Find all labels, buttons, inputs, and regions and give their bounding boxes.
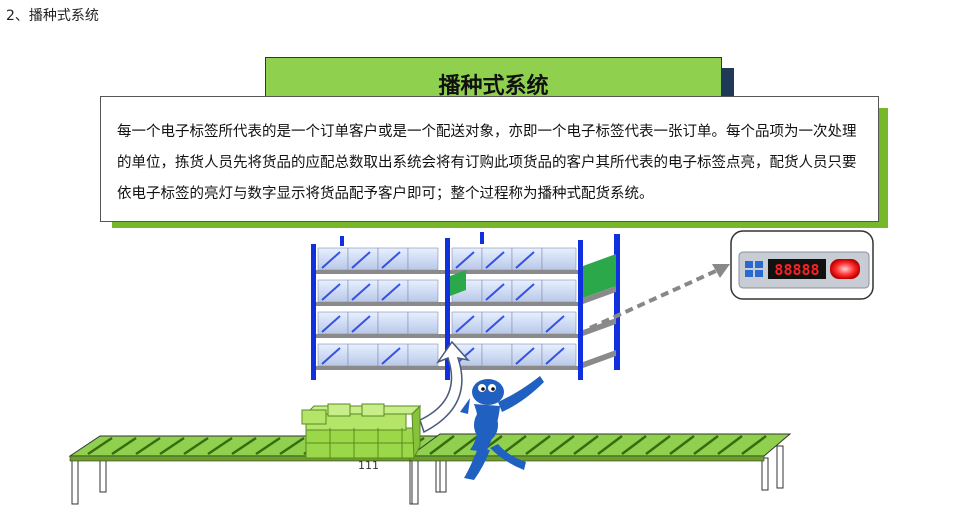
display-readout: 88888 [774,261,819,279]
keypad-icon [745,261,763,277]
conveyor-right [408,433,792,505]
shelving-rack [311,232,620,380]
pick-arrow [419,340,471,434]
description-text: 每一个电子标签所代表的是一个订单客户或是一个配送对象，亦即一个电子标签代表一张订… [100,96,879,222]
indicator-light [830,259,860,279]
electronic-label-callout: 88888 [730,230,874,300]
goods-box-stack [301,403,422,460]
section-heading: 2、播种式系统 [6,8,99,24]
page-number: 111 [358,459,379,472]
signal-arrow [589,264,730,330]
worker-figure [460,376,544,480]
